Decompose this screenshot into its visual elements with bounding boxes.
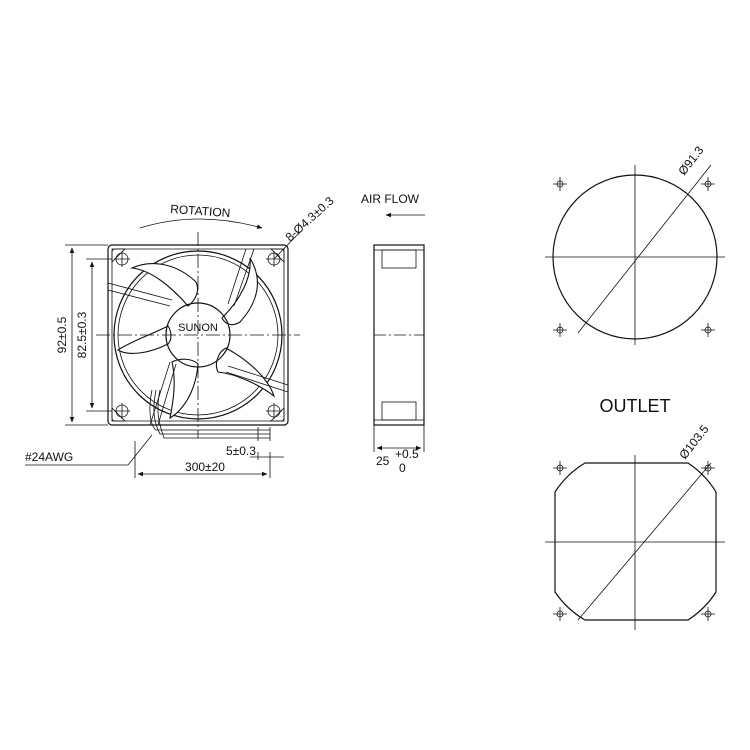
outlet-flange-outline: [554, 462, 717, 621]
rotation-label: ROTATION: [170, 202, 231, 220]
mounting-tabs: [111, 248, 285, 422]
front-view: SUNON ROTATION 8-Ø4.3±0.3 92±0.5 82.5±0.…: [25, 193, 337, 478]
lead-wires: [149, 389, 271, 441]
height-outer-label: 92±0.5: [55, 316, 69, 353]
rotation-arrow: [139, 218, 263, 229]
outlet-circle-view: Ø91.3: [545, 143, 725, 345]
outlet-label: OUTLET: [599, 396, 670, 416]
outlet-circle-diameter: Ø91.3: [675, 143, 706, 178]
outlet-circle-holes: [553, 177, 715, 337]
frame-struts: [107, 248, 289, 426]
side-bottom-flange: [381, 401, 417, 421]
height-dimensions: [65, 244, 112, 426]
thickness-tol-upper: +0.5: [395, 447, 419, 461]
side-view: AIR FLOW 25 +0.5 0: [361, 192, 425, 475]
thickness-label: 25: [376, 454, 390, 468]
wire-gauge-label: #24AWG: [25, 450, 73, 464]
outlet-flange-holes: [553, 461, 715, 621]
height-inner-label: 82.5±0.3: [75, 311, 89, 358]
airflow-label: AIR FLOW: [361, 192, 420, 206]
side-top-flange: [381, 249, 417, 269]
hole-spec-label: 8-Ø4.3±0.3: [283, 193, 337, 244]
impeller-blades: [116, 257, 276, 420]
strip-length-label: 5±0.3: [226, 444, 256, 458]
outlet-flange-view: Ø103.5: [545, 422, 725, 630]
lead-length-label: 300±20: [185, 460, 225, 474]
outlet-flange-diameter: Ø103.5: [676, 422, 711, 462]
thickness-tol-lower: 0: [399, 461, 406, 475]
mounting-holes: [114, 251, 282, 419]
